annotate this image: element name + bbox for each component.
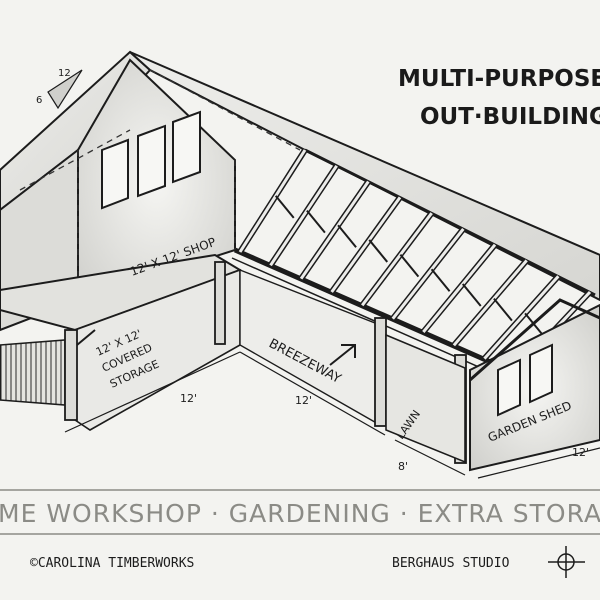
dim-shed-depth: 8': [398, 460, 408, 473]
hidden-lines: [19, 69, 301, 300]
pitch-run: 12: [58, 68, 71, 79]
collar-tie: [461, 283, 482, 307]
credit-right: BERGHAUS STUDIO: [392, 556, 510, 571]
storage-brace: [76, 329, 96, 346]
rafter-face: [269, 164, 338, 267]
breezeway-eave: [233, 247, 522, 378]
collar-tie: [493, 298, 513, 322]
title-line-2: OUT·BUILDING: [420, 104, 600, 130]
storage-slat-wall: [0, 339, 66, 406]
title-line-1: MULTI-PURPOSE: [398, 66, 600, 92]
collar-tie: [274, 195, 295, 219]
rafter-face: [422, 243, 497, 333]
rafter-face: [361, 212, 433, 307]
shed-roof-edge: [469, 298, 600, 382]
shed-lawn-wall: [385, 333, 466, 464]
studio-mark-icon: [548, 546, 585, 578]
breezeway-arrow: [329, 344, 356, 366]
feature-banner: ME WORKSHOP · GARDENING · EXTRA STORAG: [0, 499, 600, 528]
shed-windows: [497, 343, 553, 417]
rafter-face: [452, 259, 528, 347]
rafter-face: [299, 180, 370, 280]
rafter-face: [483, 275, 560, 360]
rafter-face: [238, 149, 307, 253]
collar-tie: [368, 239, 389, 263]
collar-tie: [306, 209, 326, 234]
dim-storage-width: 12': [180, 392, 197, 405]
storage-posts: [64, 261, 226, 421]
credit-left: ©CAROLINA TIMBERWORKS: [30, 556, 194, 571]
dim-breezeway-width: 12': [295, 394, 312, 407]
rafter-face: [391, 227, 465, 320]
breezeway-ridge: [304, 148, 596, 297]
collar-tie: [337, 224, 357, 248]
dim-shed-width: 12': [572, 446, 589, 459]
collar-tie: [430, 268, 451, 292]
rafter-face: [330, 196, 402, 293]
dimension-lines: [64, 351, 600, 479]
collar-tie: [399, 253, 420, 278]
gable-windows: [101, 110, 201, 210]
pitch-rise: 6: [36, 95, 42, 106]
roof-pitch-symbol: 12 6: [36, 68, 83, 110]
